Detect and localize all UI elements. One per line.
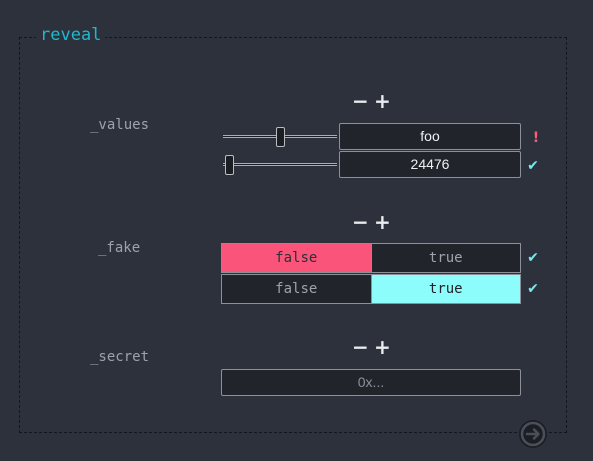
submit-button[interactable] xyxy=(519,420,547,448)
fake-row-1-check-icon: ✔ xyxy=(527,250,539,266)
fake-toggle-2-false[interactable]: false xyxy=(275,281,318,297)
secret-input[interactable]: 0x... xyxy=(221,369,521,396)
values-input-2[interactable]: 24476 xyxy=(339,151,521,178)
fake-toggle-2-true[interactable]: true xyxy=(370,275,520,303)
values-input-1[interactable]: foo xyxy=(339,123,521,150)
fake-add-button[interactable]: + xyxy=(374,210,391,234)
secret-add-remove: − + xyxy=(352,335,391,359)
values-slider-1[interactable] xyxy=(223,127,337,147)
fake-toggle-1-false[interactable]: false xyxy=(222,244,371,272)
secret-label: _secret xyxy=(90,349,150,365)
values-row-1-error-icon: ! xyxy=(532,130,540,146)
fake-toggle-1-true[interactable]: true xyxy=(370,244,521,272)
fake-toggle-2: false true xyxy=(221,274,521,304)
values-row-2-check-icon: ✔ xyxy=(527,158,539,174)
values-add-remove: − + xyxy=(352,89,391,113)
fake-add-remove: − + xyxy=(352,210,391,234)
fake-label: _fake xyxy=(98,240,141,256)
slider-thumb[interactable] xyxy=(224,155,234,175)
slider-track xyxy=(223,163,337,166)
reveal-panel xyxy=(19,37,567,433)
values-remove-button[interactable]: − xyxy=(352,89,369,113)
panel-title: reveal xyxy=(36,24,106,46)
slider-thumb[interactable] xyxy=(276,127,285,147)
fake-row-2-check-icon: ✔ xyxy=(527,281,539,297)
fake-toggle-1: false true xyxy=(221,243,521,273)
values-slider-2[interactable] xyxy=(223,155,337,175)
secret-add-button[interactable]: + xyxy=(374,335,391,359)
values-add-button[interactable]: + xyxy=(374,89,391,113)
values-label: _values xyxy=(90,117,150,133)
secret-remove-button[interactable]: − xyxy=(352,335,369,359)
fake-remove-button[interactable]: − xyxy=(352,210,369,234)
arrow-right-circle-icon xyxy=(520,421,546,447)
